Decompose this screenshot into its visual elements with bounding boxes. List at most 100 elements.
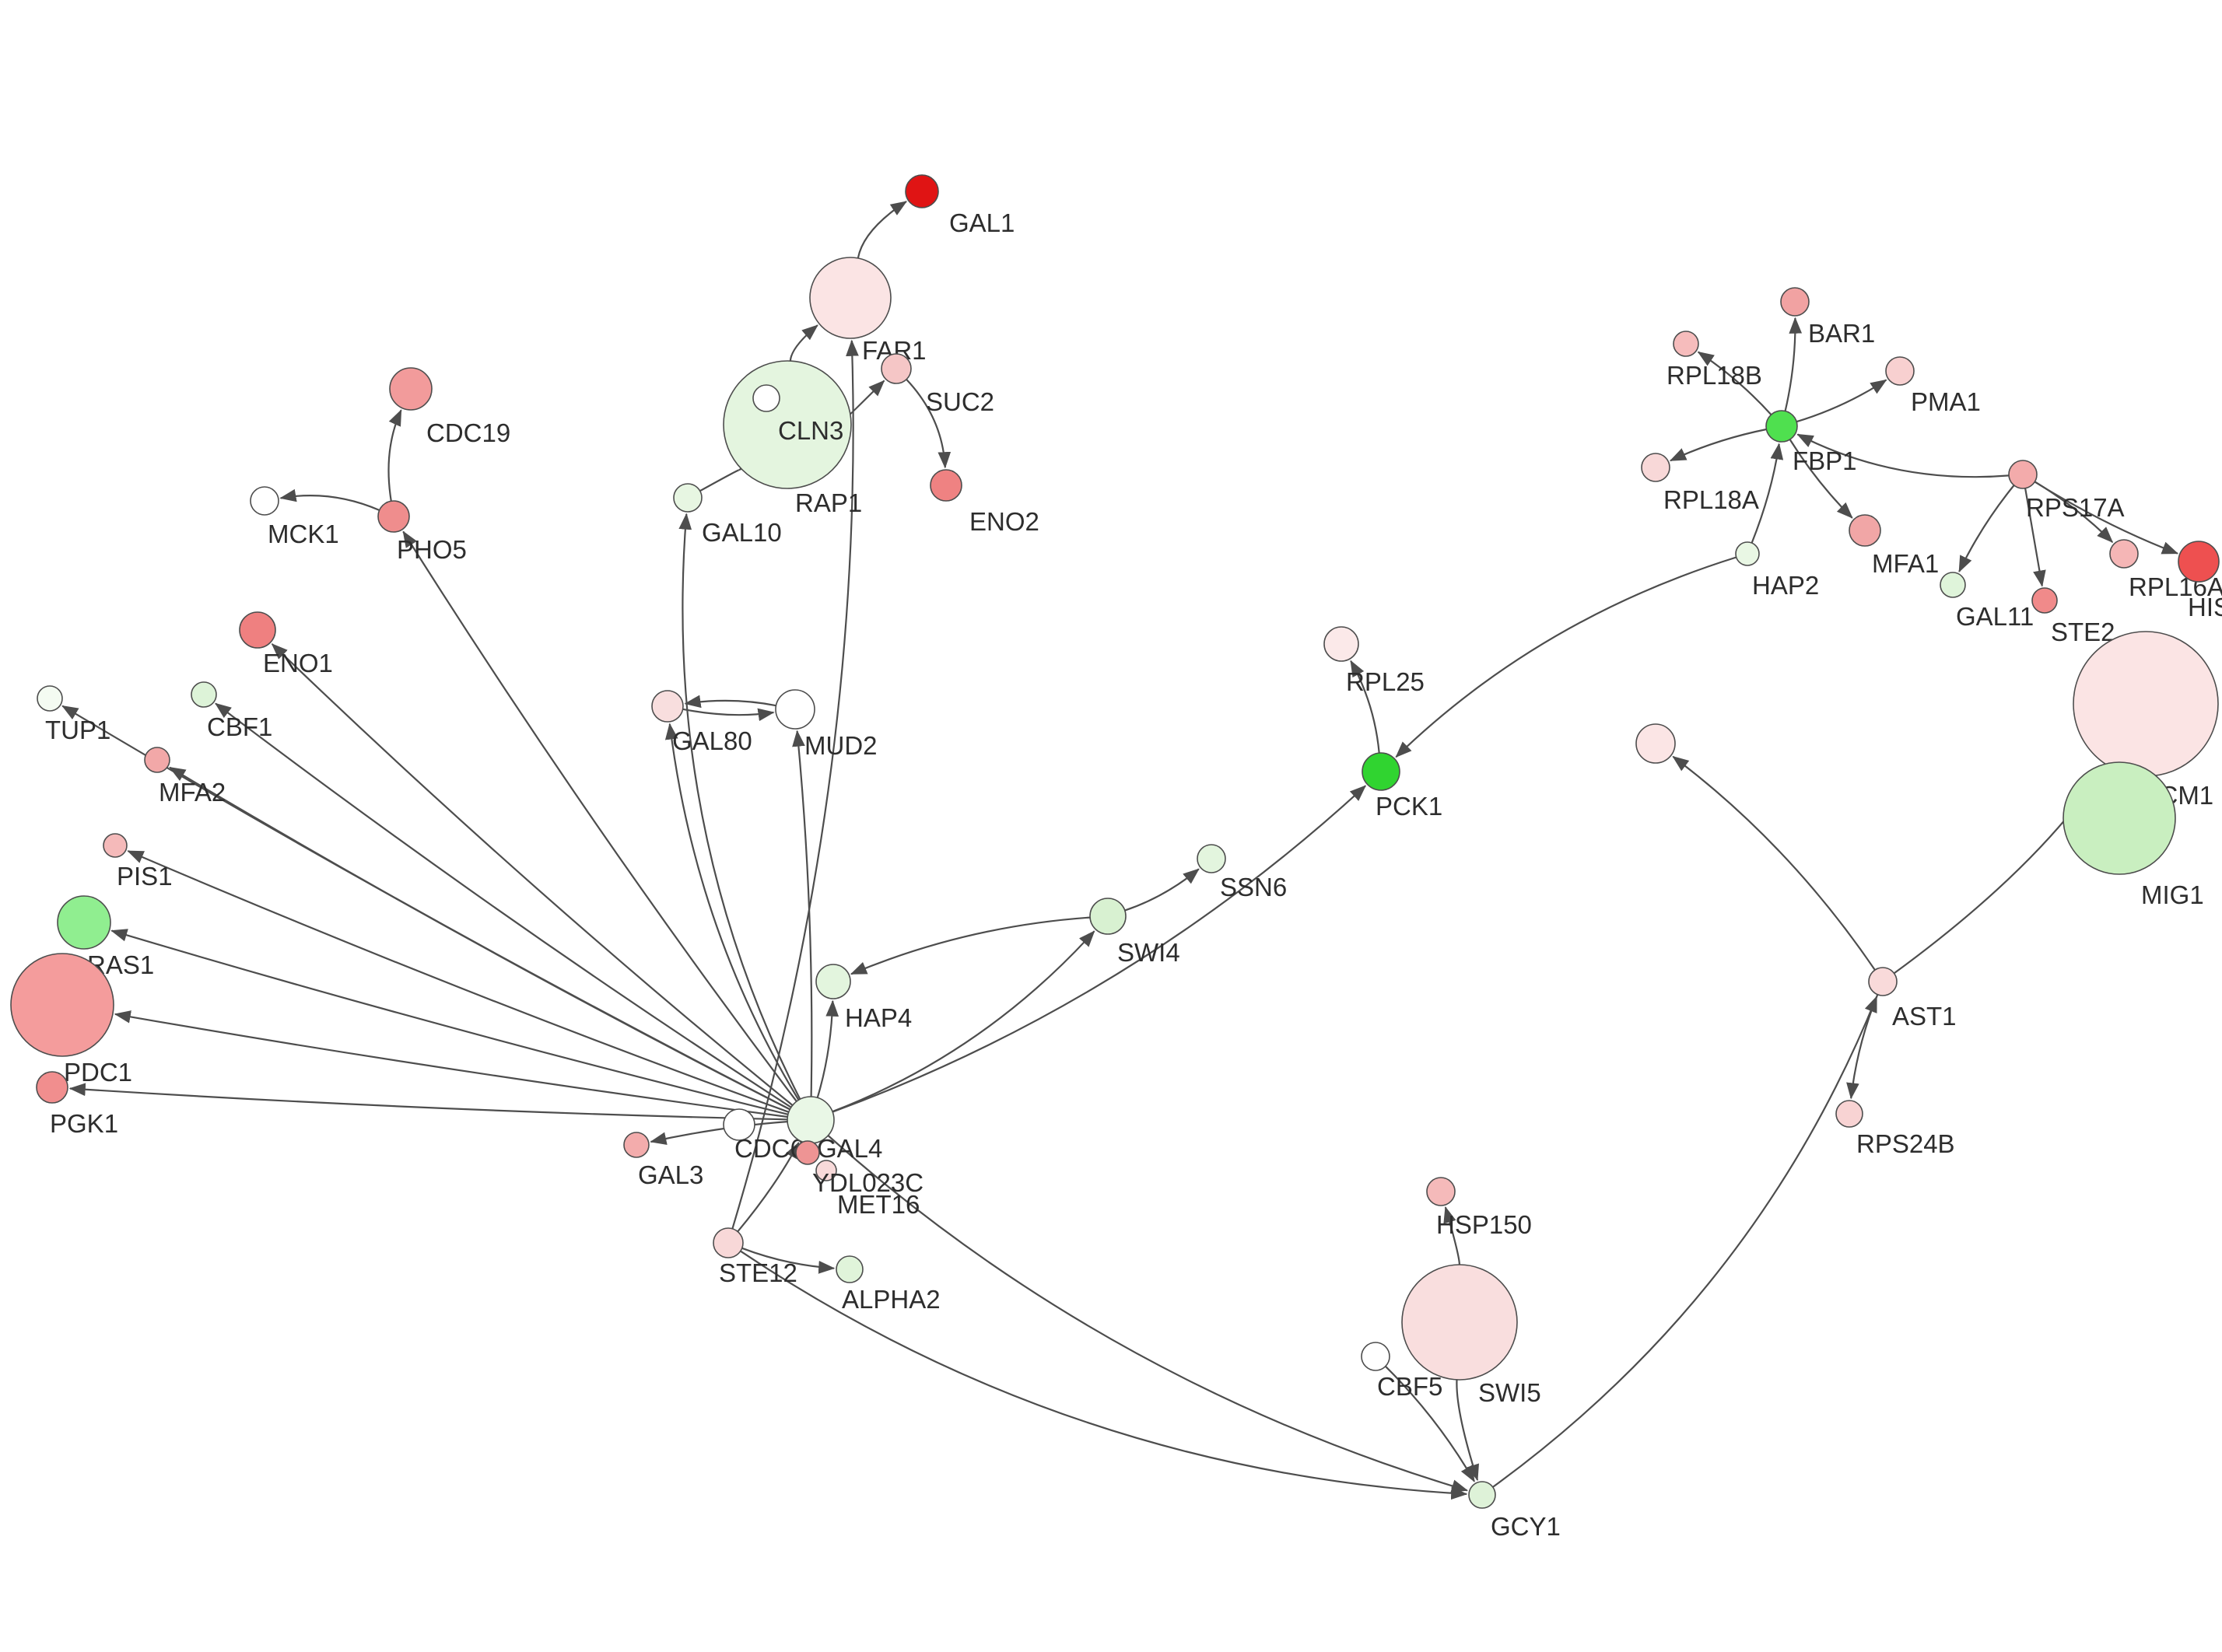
edge-ste12-gal4hub[interactable] — [737, 1142, 800, 1233]
node-hap4[interactable] — [815, 964, 851, 999]
node-bar1[interactable] — [1780, 287, 1810, 317]
node-hsp150[interactable] — [1426, 1177, 1456, 1206]
node-rpl25[interactable] — [1323, 626, 1359, 662]
edge-gal4hub-ras1[interactable] — [110, 929, 789, 1115]
edge-hap2-fbp1[interactable] — [1751, 443, 1784, 544]
node-gal3[interactable] — [623, 1132, 650, 1158]
edge-gal4hub-pgk1[interactable] — [68, 1083, 788, 1121]
edge-suc2-eno2[interactable] — [906, 379, 952, 469]
edge-pck1-rpl25[interactable] — [1350, 660, 1380, 754]
node-rpl16a[interactable] — [2109, 539, 2139, 569]
node-pis1[interactable] — [103, 833, 128, 858]
node-rpl18a[interactable] — [1641, 453, 1670, 482]
edge-far1-gal1[interactable] — [857, 201, 908, 259]
edge-mud2-gal80[interactable] — [684, 695, 776, 709]
edge-gal4hub-cbf1[interactable] — [215, 702, 792, 1108]
edge-swi4-ssn6[interactable] — [1124, 868, 1200, 912]
node-gal1[interactable] — [905, 174, 939, 208]
edge-rps17a-his4[interactable] — [2034, 481, 2179, 555]
node-pho5[interactable] — [377, 500, 410, 533]
edge-gal4hub-gcy1[interactable] — [827, 1135, 1469, 1493]
node-tup1[interactable] — [37, 685, 63, 712]
edge-pho5-cdc19[interactable] — [387, 409, 402, 502]
node-gal10[interactable] — [673, 483, 703, 513]
node-ssn6[interactable] — [1197, 844, 1226, 873]
node-rps17a[interactable] — [2008, 460, 2038, 489]
edge-swi4-hap4[interactable] — [850, 916, 1091, 975]
edge-ste12-far1[interactable] — [731, 339, 859, 1230]
node-pck1[interactable] — [1362, 752, 1400, 791]
edge-rps17a-fbp1[interactable] — [1796, 433, 2010, 478]
edge-gal4hub-pis1[interactable] — [127, 850, 790, 1113]
node-rps24b[interactable] — [1835, 1100, 1863, 1128]
node-swi4[interactable] — [1089, 898, 1127, 935]
edge-rps17a-ste2[interactable] — [2024, 488, 2046, 587]
node-pnode[interactable] — [1635, 723, 1676, 764]
edge-gal4hub-gal10[interactable] — [678, 513, 801, 1100]
edge-gal4hub-swi4[interactable] — [832, 930, 1095, 1113]
node-suc2[interactable] — [881, 353, 912, 384]
node-ast1[interactable] — [1868, 967, 1898, 996]
edge-fbp1-rpl18a[interactable] — [1669, 428, 1767, 462]
node-pma1[interactable] — [1885, 356, 1915, 386]
node-cdc19[interactable] — [389, 367, 433, 411]
node-cbf5[interactable] — [1361, 1342, 1390, 1371]
edge-gal4hub-hap4[interactable] — [816, 999, 839, 1098]
edge-gal4hub-tup1[interactable] — [61, 705, 790, 1111]
node-pgk1[interactable] — [36, 1071, 68, 1104]
node-swi5[interactable] — [1401, 1264, 1518, 1381]
node-far1[interactable] — [809, 257, 892, 339]
node-fbp1[interactable] — [1765, 410, 1798, 443]
edge-gal4hub-mfa2[interactable] — [169, 766, 790, 1111]
edge-rap1-suc2[interactable] — [850, 380, 885, 415]
edge-gal10-rap1[interactable] — [699, 454, 755, 492]
node-ydl023c[interactable] — [795, 1140, 820, 1165]
node-pdc1[interactable] — [10, 953, 114, 1057]
node-met16[interactable] — [815, 1160, 837, 1181]
edge-fbp1-mfa1[interactable] — [1789, 439, 1853, 519]
edge-fbp1-bar1[interactable] — [1784, 317, 1803, 411]
node-alpha2[interactable] — [836, 1255, 864, 1283]
node-cdc6[interactable] — [723, 1108, 755, 1141]
edge-cbf5-gcy1[interactable] — [1385, 1365, 1475, 1482]
edge-gal4hub-pho5[interactable] — [402, 530, 797, 1102]
edge-gal4hub-eno1[interactable] — [271, 643, 794, 1106]
edge-pho5-mck1[interactable] — [279, 488, 380, 512]
node-eno2[interactable] — [930, 469, 962, 502]
edge-gal80-mud2[interactable] — [682, 708, 775, 722]
node-gal80[interactable] — [651, 690, 684, 723]
node-mcm1[interactable] — [2073, 631, 2219, 777]
edge-gal4hub-mud2[interactable] — [792, 730, 813, 1097]
edge-gcy1-ast1[interactable] — [1492, 996, 1878, 1488]
node-mig1[interactable] — [2063, 761, 2176, 875]
edge-fbp1-rpl18b[interactable] — [1697, 351, 1772, 415]
node-cln3[interactable] — [752, 384, 780, 412]
edge-hap2-pck1[interactable] — [1395, 556, 1737, 758]
node-gal11[interactable] — [1940, 572, 1966, 598]
node-rpl18b[interactable] — [1673, 331, 1699, 357]
edge-rap1-far1[interactable] — [789, 324, 818, 362]
node-hap2[interactable] — [1735, 541, 1760, 566]
edge-gal4hub-pdc1[interactable] — [114, 1010, 788, 1118]
node-cbf1[interactable] — [191, 681, 217, 708]
edge-swi5-hsp150[interactable] — [1443, 1206, 1460, 1265]
edge-fbp1-pma1[interactable] — [1796, 379, 1887, 423]
node-ste12[interactable] — [713, 1227, 744, 1258]
edge-gal4hub-gal3[interactable] — [650, 1121, 788, 1146]
edge-gal4hub-gal80[interactable] — [664, 723, 800, 1101]
node-ras1[interactable] — [57, 895, 111, 950]
node-mfa2[interactable] — [144, 747, 170, 773]
edge-gal4hub-pck1[interactable] — [832, 785, 1367, 1113]
edge-ste12-gcy1[interactable] — [740, 1250, 1468, 1500]
node-his4[interactable] — [2178, 541, 2220, 583]
node-mfa1[interactable] — [1849, 514, 1881, 547]
node-mud2[interactable] — [775, 689, 815, 730]
node-eno1[interactable] — [239, 611, 276, 649]
edge-swi5-gcy1[interactable] — [1456, 1379, 1479, 1482]
node-gcy1[interactable] — [1468, 1481, 1496, 1509]
node-ste2[interactable] — [2031, 587, 2058, 614]
edge-rps17a-gal11[interactable] — [1958, 485, 2015, 573]
edge-ast1-pnode[interactable] — [1672, 755, 1876, 971]
edge-ste12-alpha2[interactable] — [741, 1247, 836, 1274]
